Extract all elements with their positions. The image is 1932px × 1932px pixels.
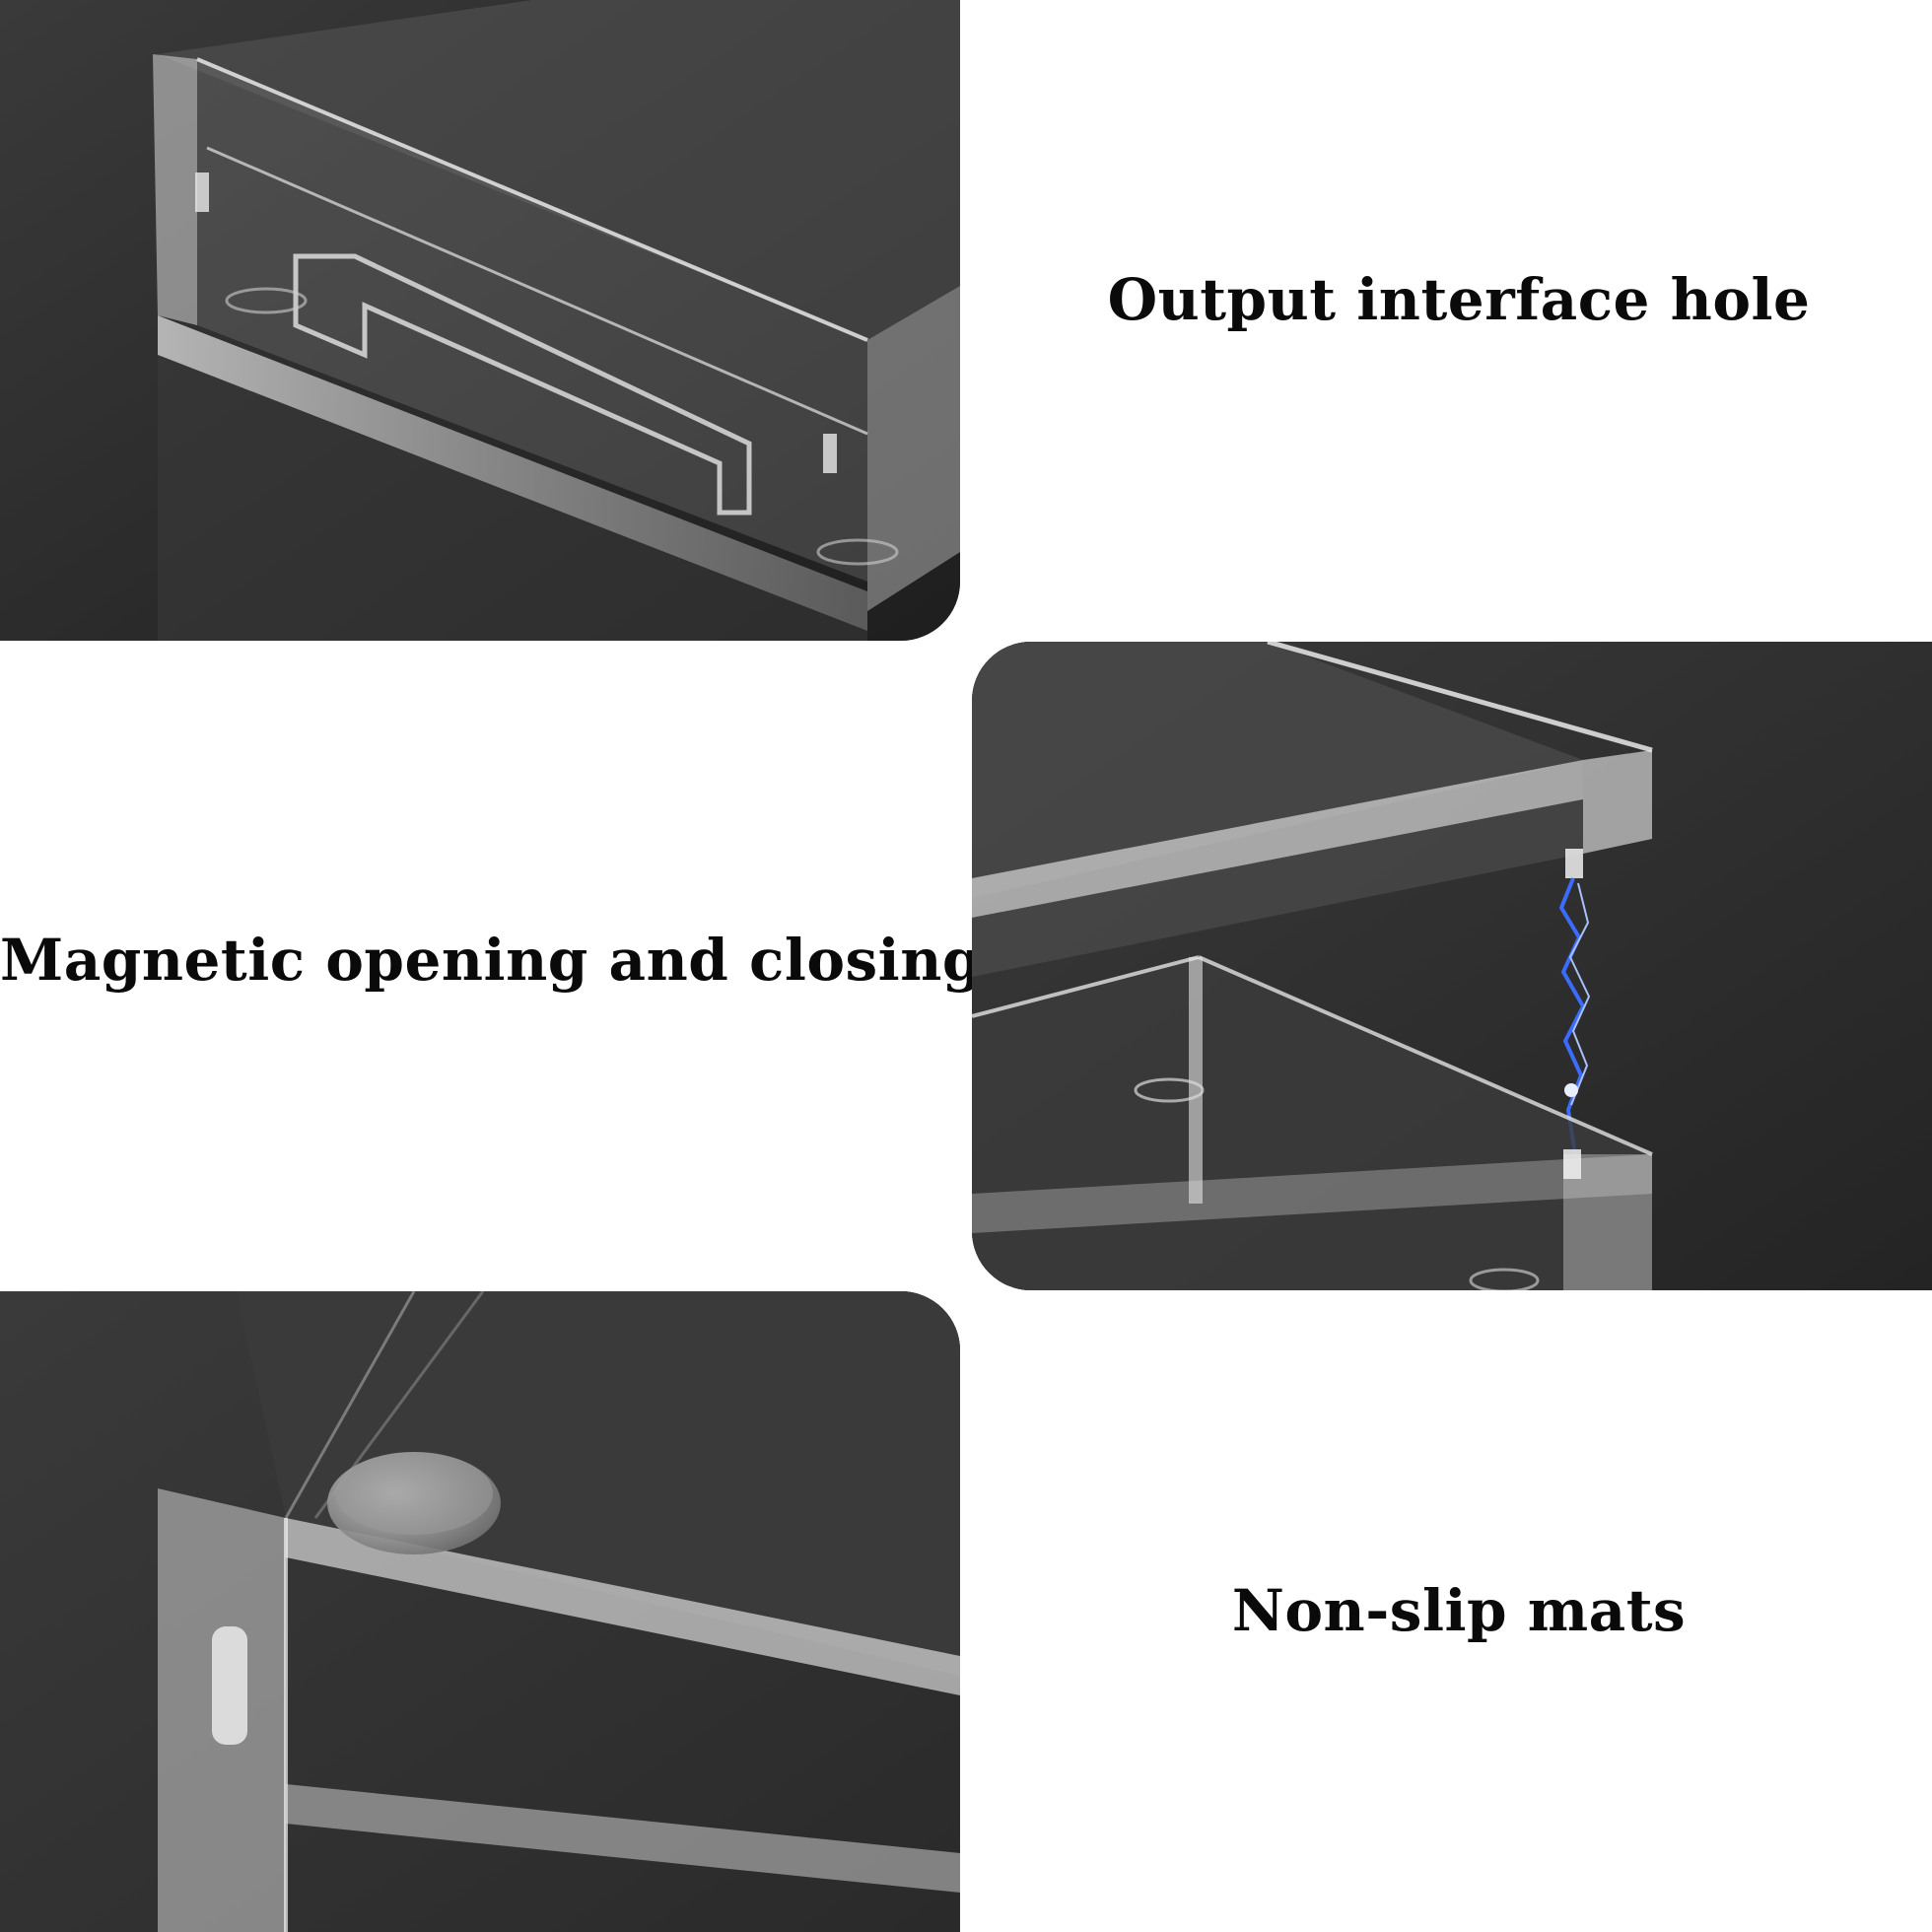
feature-image-non-slip-mat [0,1291,960,1932]
feature-image-magnetic-lid [972,642,1932,1290]
acrylic-magnetic-lid-illustration [972,642,1932,1290]
caption-magnetic-opening-closing: Magnetic opening and closing [0,927,983,994]
acrylic-base-rubber-pad-illustration [0,1291,960,1932]
caption-non-slip-mats: Non-slip mats [1231,1577,1687,1644]
caption-output-interface-hole: Output interface hole [1107,266,1811,333]
acrylic-case-corner-illustration [0,0,960,641]
feature-image-output-interface [0,0,960,641]
